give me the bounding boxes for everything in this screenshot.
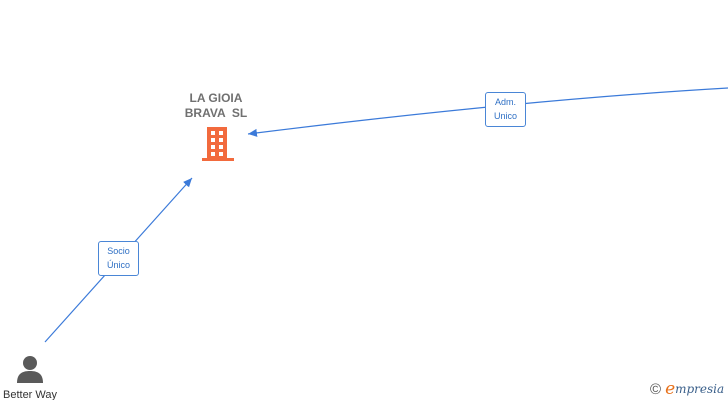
building-icon[interactable] — [202, 127, 234, 161]
company-name-line2: BRAVA SL — [184, 106, 248, 120]
person-icon[interactable] — [17, 356, 43, 383]
partner-edge-label-line2: Único — [106, 260, 130, 270]
company-name[interactable]: LA GIOIA BRAVA SL — [166, 91, 266, 121]
partner-edge-label[interactable]: Socio Único — [98, 241, 139, 276]
admin-edge-label-line2: Unico — [493, 111, 517, 121]
admin-edge-label[interactable]: Adm. Unico — [485, 92, 526, 127]
admin-edge-label-line1: Adm. — [494, 97, 516, 107]
copyright-icon: © — [650, 380, 662, 398]
brand-logo[interactable]: © e mpresia — [650, 379, 724, 399]
company-name-line1: LA GIOIA — [189, 91, 243, 105]
partner-edge-label-line1: Socio — [107, 246, 130, 256]
brand-logo-initial: e — [665, 379, 676, 399]
brand-logo-text: mpresia — [675, 382, 725, 396]
person-name[interactable]: Better Way — [3, 389, 57, 400]
